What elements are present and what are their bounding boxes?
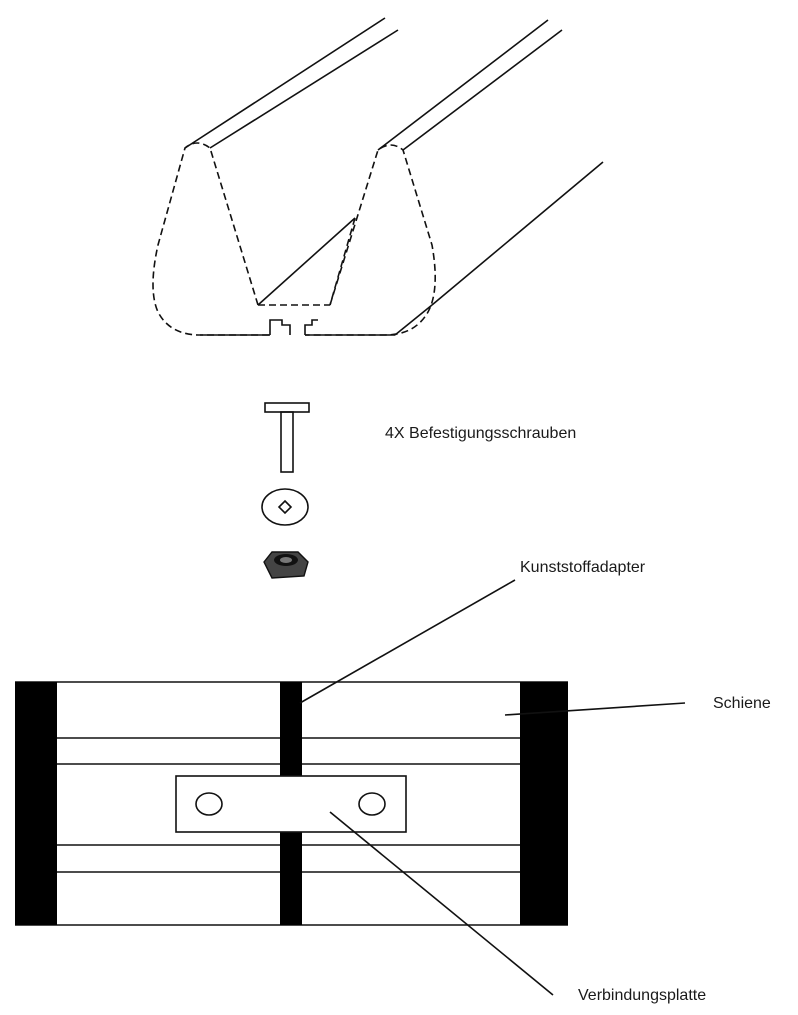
hex-nut-icon bbox=[263, 551, 309, 579]
profile-edge bbox=[209, 29, 399, 149]
profile-edge bbox=[402, 29, 563, 151]
channel-diagonal bbox=[329, 217, 356, 306]
plate-hole bbox=[358, 792, 386, 816]
adapter-label: Kunststoffadapter bbox=[520, 559, 646, 576]
rail-label: Schiene bbox=[713, 695, 771, 712]
right-lobe-outline bbox=[305, 144, 436, 336]
left-lobe-outline bbox=[152, 142, 270, 336]
channel-diagonal bbox=[257, 217, 356, 306]
screws-label: 4X Befestigungsschrauben bbox=[385, 425, 576, 442]
rail-leader-line bbox=[504, 702, 686, 716]
left-end-cap bbox=[15, 682, 57, 925]
connecting-plate bbox=[175, 775, 407, 833]
washer-icon bbox=[261, 488, 309, 526]
rail-top-view bbox=[15, 681, 568, 926]
profile-edge bbox=[394, 304, 433, 336]
profile-edge bbox=[184, 17, 386, 149]
plate-hole bbox=[195, 792, 223, 816]
screw-icon bbox=[264, 402, 310, 473]
t-slot bbox=[269, 319, 291, 335]
t-slot bbox=[304, 319, 318, 335]
profile-edge bbox=[377, 19, 549, 151]
plate-label: Verbindungsplatte bbox=[578, 987, 706, 1004]
plate-leader-line bbox=[329, 811, 554, 996]
profile-edge bbox=[431, 161, 604, 306]
adapter-leader-line bbox=[299, 579, 516, 704]
right-end-cap bbox=[520, 682, 568, 925]
rail-profile-perspective bbox=[152, 17, 604, 336]
